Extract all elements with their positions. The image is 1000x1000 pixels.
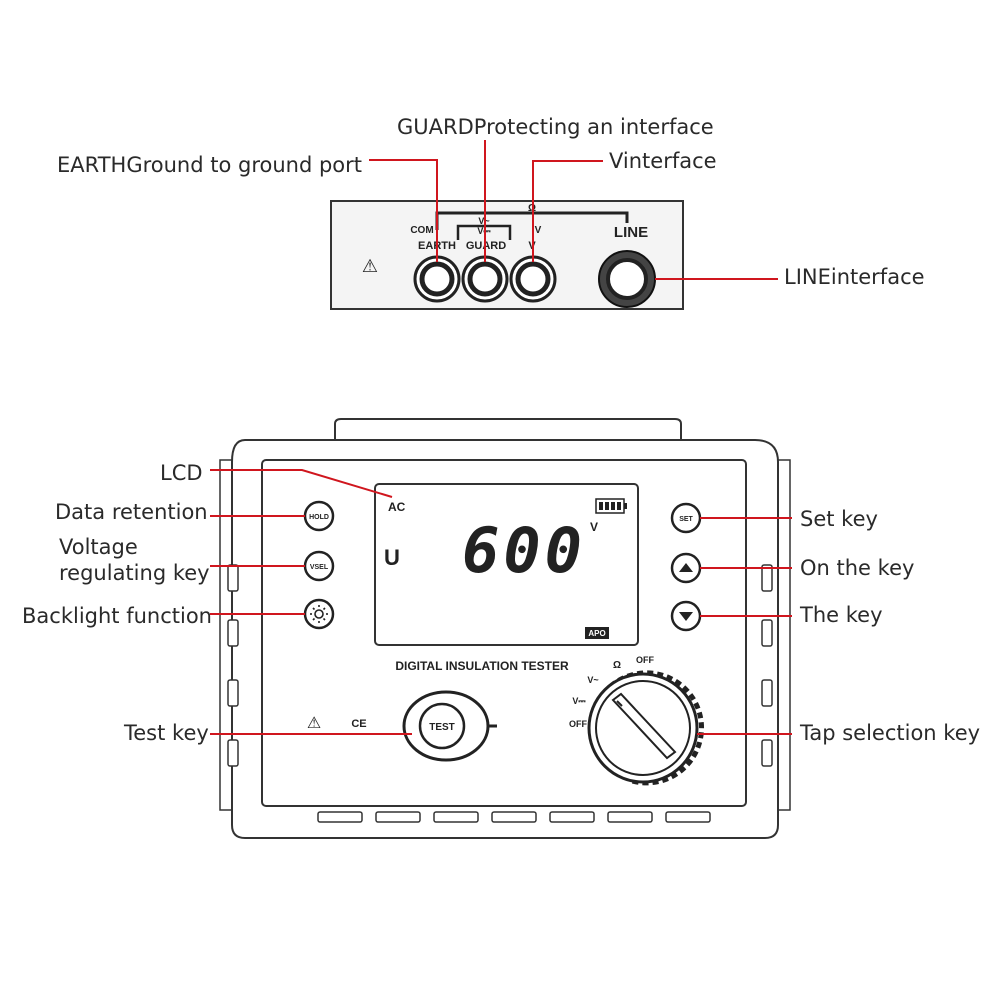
lcd-ac-indicator: AC — [388, 500, 406, 514]
v-jack[interactable] — [509, 255, 557, 303]
svg-text:TEST: TEST — [429, 722, 455, 733]
lcd-u-symbol: U — [384, 545, 400, 570]
panel-line-label: LINE — [614, 224, 648, 241]
lcd-callout: LCD — [160, 461, 203, 485]
v-leader — [532, 160, 603, 262]
up-button[interactable] — [670, 552, 702, 584]
backlight-button[interactable] — [303, 598, 335, 630]
lcd-leader — [210, 469, 393, 498]
apo-label: APO — [588, 629, 605, 638]
dial-ohm-label: Ω — [613, 660, 621, 671]
dial-vac-label: V~ — [587, 675, 598, 685]
hold-callout: Data retention — [55, 500, 208, 524]
set-callout: Set key — [800, 507, 878, 531]
test-callout: Test key — [124, 721, 209, 745]
up-arrow-icon — [679, 563, 693, 572]
panel-guard-label: GUARD — [466, 240, 506, 252]
panel-v-top-label: V — [535, 225, 542, 236]
ce-mark: CE — [351, 718, 366, 730]
guard-callout: GUARDProtecting an interface — [397, 115, 714, 139]
lcd-value: 600 — [462, 514, 586, 587]
down-button[interactable] — [670, 600, 702, 632]
dial-vdc-label: V⎓ — [572, 696, 586, 706]
panel-warning-icon: ⚠ — [362, 256, 378, 276]
apo-badge — [585, 627, 609, 639]
top-leader-lines — [369, 140, 778, 280]
earth-leader — [369, 159, 438, 262]
top-handle — [334, 418, 682, 441]
vsel-callout-line2: regulating key — [59, 561, 210, 585]
lcd-frame — [374, 483, 639, 646]
terminal-panel: Ω V~ V⎓ COM V EARTH GUARD V LINE ⚠ — [330, 200, 684, 310]
svg-text:HOLD: HOLD — [309, 514, 329, 521]
guard-jack[interactable] — [461, 255, 509, 303]
earth-callout: EARTHGround to ground port — [57, 153, 363, 177]
dial-callout: Tap selection key — [800, 721, 981, 745]
svg-text:SET: SET — [679, 516, 693, 523]
svg-text:VSEL: VSEL — [310, 564, 329, 571]
dial-pointer — [611, 692, 677, 760]
warning-icon: ⚠ — [307, 715, 321, 732]
bottom-feet — [317, 811, 711, 823]
up-callout: On the key — [800, 556, 915, 580]
v-callout: Vinterface — [609, 149, 717, 173]
vsel-button[interactable]: VSEL — [303, 550, 335, 582]
model-label: DIGITAL INSULATION TESTER — [395, 659, 569, 673]
battery-icon — [595, 498, 627, 514]
earth-jack[interactable] — [413, 255, 461, 303]
lcd-unit: V — [590, 520, 598, 534]
dial-off-left-label: OFF — [569, 719, 587, 729]
set-button[interactable]: SET — [670, 502, 702, 534]
rotary-dial[interactable]: Ω OFF V~ V⎓ OFF — [569, 655, 705, 786]
line-jack[interactable] — [598, 250, 656, 308]
hold-button[interactable]: HOLD — [303, 500, 335, 532]
dial-off-top-label: OFF — [636, 655, 654, 665]
test-button[interactable]: TEST — [402, 690, 497, 762]
sun-icon — [310, 605, 328, 623]
down-callout: The key — [800, 603, 883, 627]
backlight-callout: Backlight function — [22, 604, 212, 628]
down-arrow-icon — [679, 612, 693, 621]
lcd-display: AC U 600 V APO — [374, 483, 639, 646]
line-callout: LINEinterface — [784, 265, 925, 289]
vsel-callout-line1: Voltage — [59, 535, 138, 559]
dial-scale — [595, 670, 705, 786]
device-leader-lines — [210, 469, 792, 735]
panel-com-label: COM — [410, 225, 433, 236]
